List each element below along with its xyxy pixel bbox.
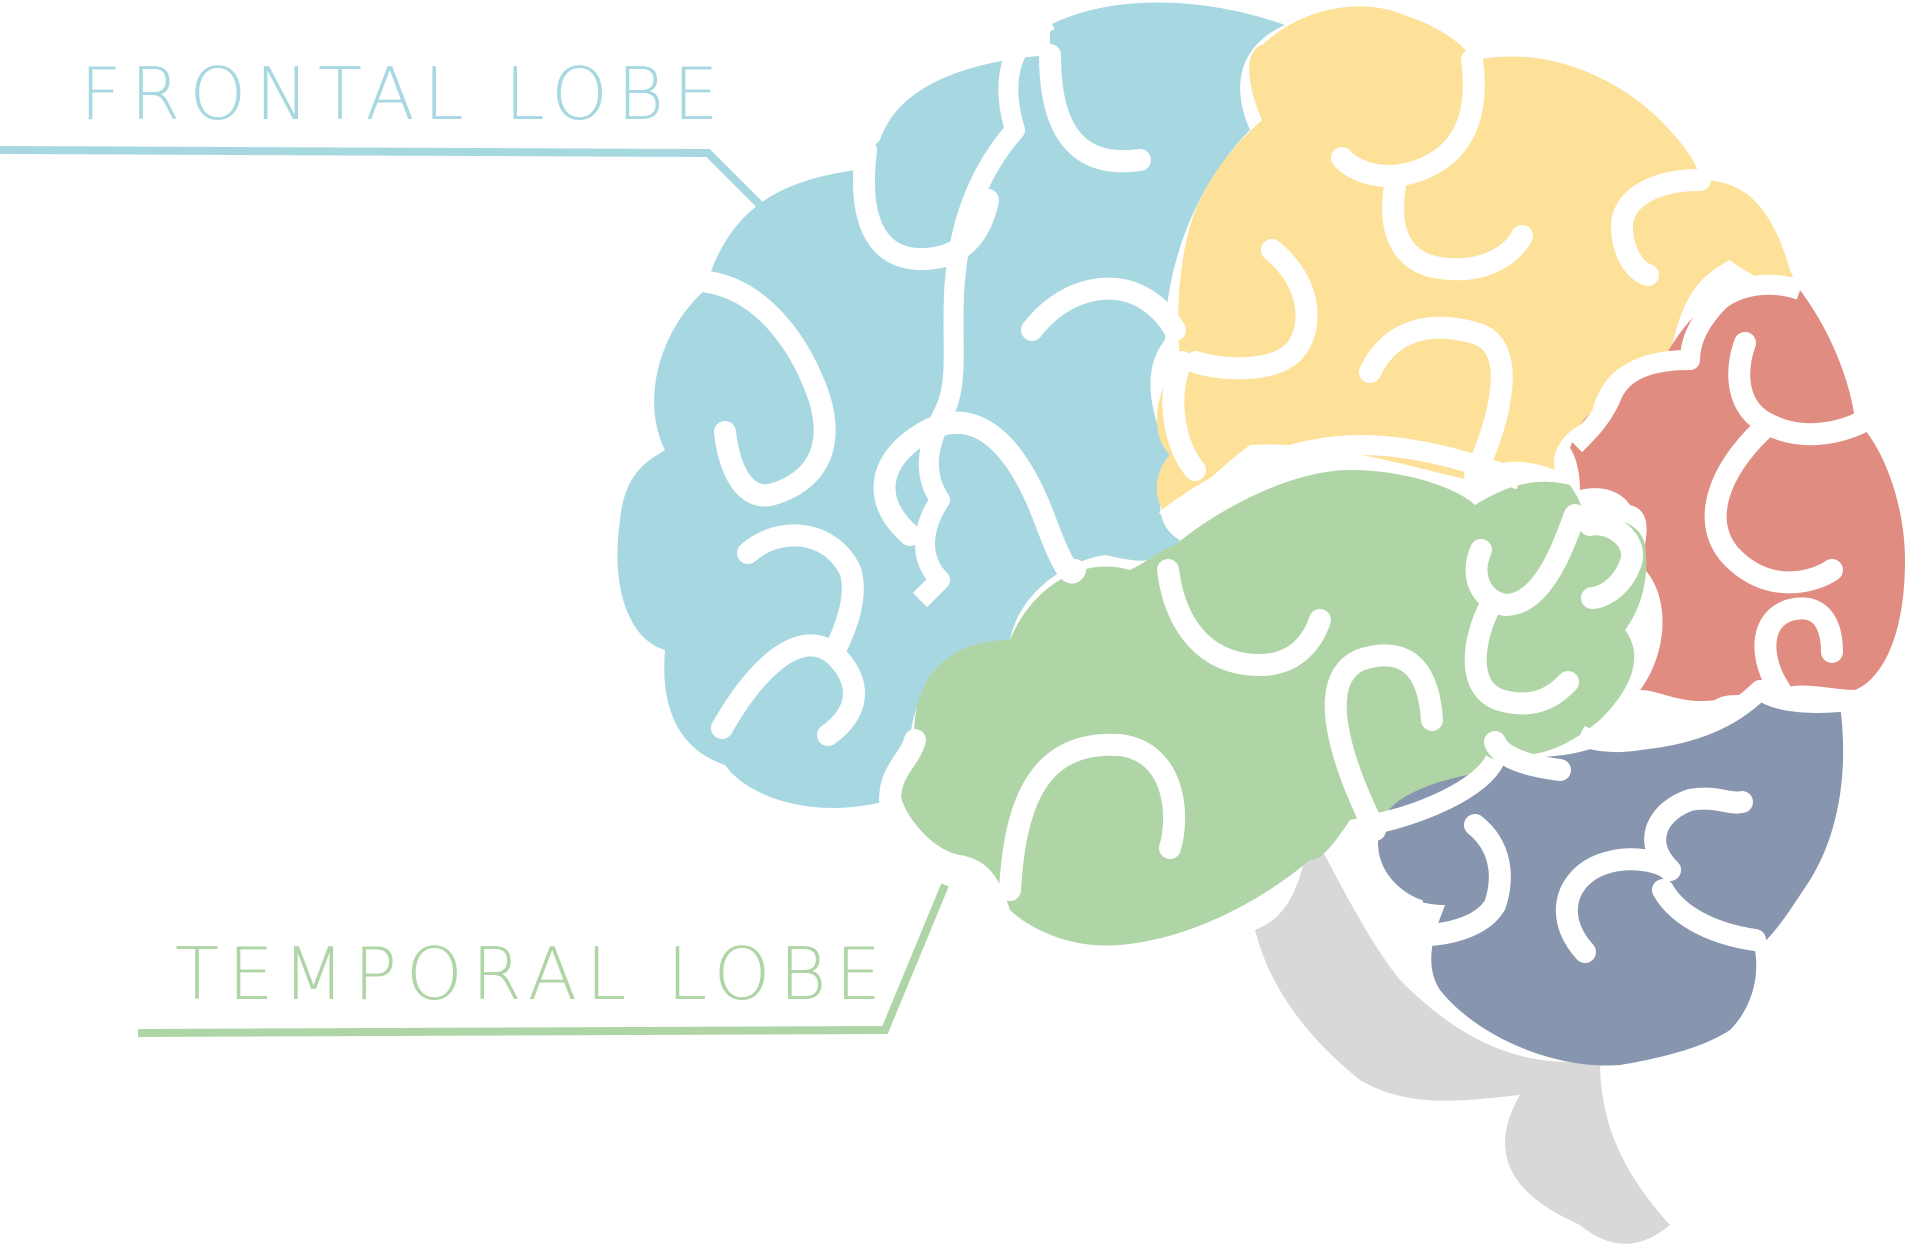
frontal-gyrus-6 <box>737 524 864 661</box>
parietal-gyrus-2 <box>1382 175 1533 281</box>
occipital-cerebellum-sulcus <box>1575 680 1862 753</box>
parieto-occipital-sulcus <box>1567 274 1804 453</box>
brainstem <box>1255 830 1670 1244</box>
frontal-leader-line <box>0 146 768 213</box>
parietal-gyrus-1 <box>1331 49 1485 187</box>
temporal-gyrus-2 <box>999 733 1186 901</box>
cerebellum <box>1371 696 1844 1066</box>
temporal-gyrus-3 <box>1324 644 1443 841</box>
temporal-gyrus-1 <box>1157 559 1331 676</box>
frontal-lobe-label: FRONTAL LOBE <box>80 52 728 136</box>
occipital-gyrus-4 <box>1579 513 1643 609</box>
parietal-gyrus-6 <box>1162 351 1206 481</box>
temporal-leader-line <box>137 883 949 1037</box>
frontal-gyrus-1 <box>1039 44 1151 173</box>
occipital-gyrus-2 <box>1704 419 1843 594</box>
parietal-gyrus-5 <box>1611 169 1711 286</box>
frontal-gyrus-5 <box>873 411 1086 584</box>
occipital-lobe <box>1570 290 1905 702</box>
frontal-gyrus-8 <box>879 729 926 811</box>
temporal-gyrus-4 <box>1465 504 1586 616</box>
temporal-lobe-label: TEMPORAL LOBE <box>175 932 890 1016</box>
temporal-lobe <box>900 470 1647 946</box>
temporal-gyrus-6 <box>1484 731 1571 781</box>
parietal-gyrus-3 <box>1185 239 1318 380</box>
temporal-gyrus-5 <box>1464 599 1579 715</box>
cerebellum-gyrus-3 <box>1644 787 1753 881</box>
parietal-gyrus-4 <box>1359 316 1513 486</box>
cerebellum-gyrus-4 <box>1652 879 1766 951</box>
occipital-gyrus-3 <box>1754 597 1843 701</box>
frontal-gyrus-4 <box>697 271 836 507</box>
frontal-parietal-sulcus <box>912 11 1055 608</box>
frontal-gyrus-2 <box>852 139 999 270</box>
frontal-gyrus-7 <box>711 634 865 746</box>
cerebellum-gyrus-1 <box>1414 814 1511 946</box>
frontal-gyrus-3 <box>1021 277 1186 341</box>
